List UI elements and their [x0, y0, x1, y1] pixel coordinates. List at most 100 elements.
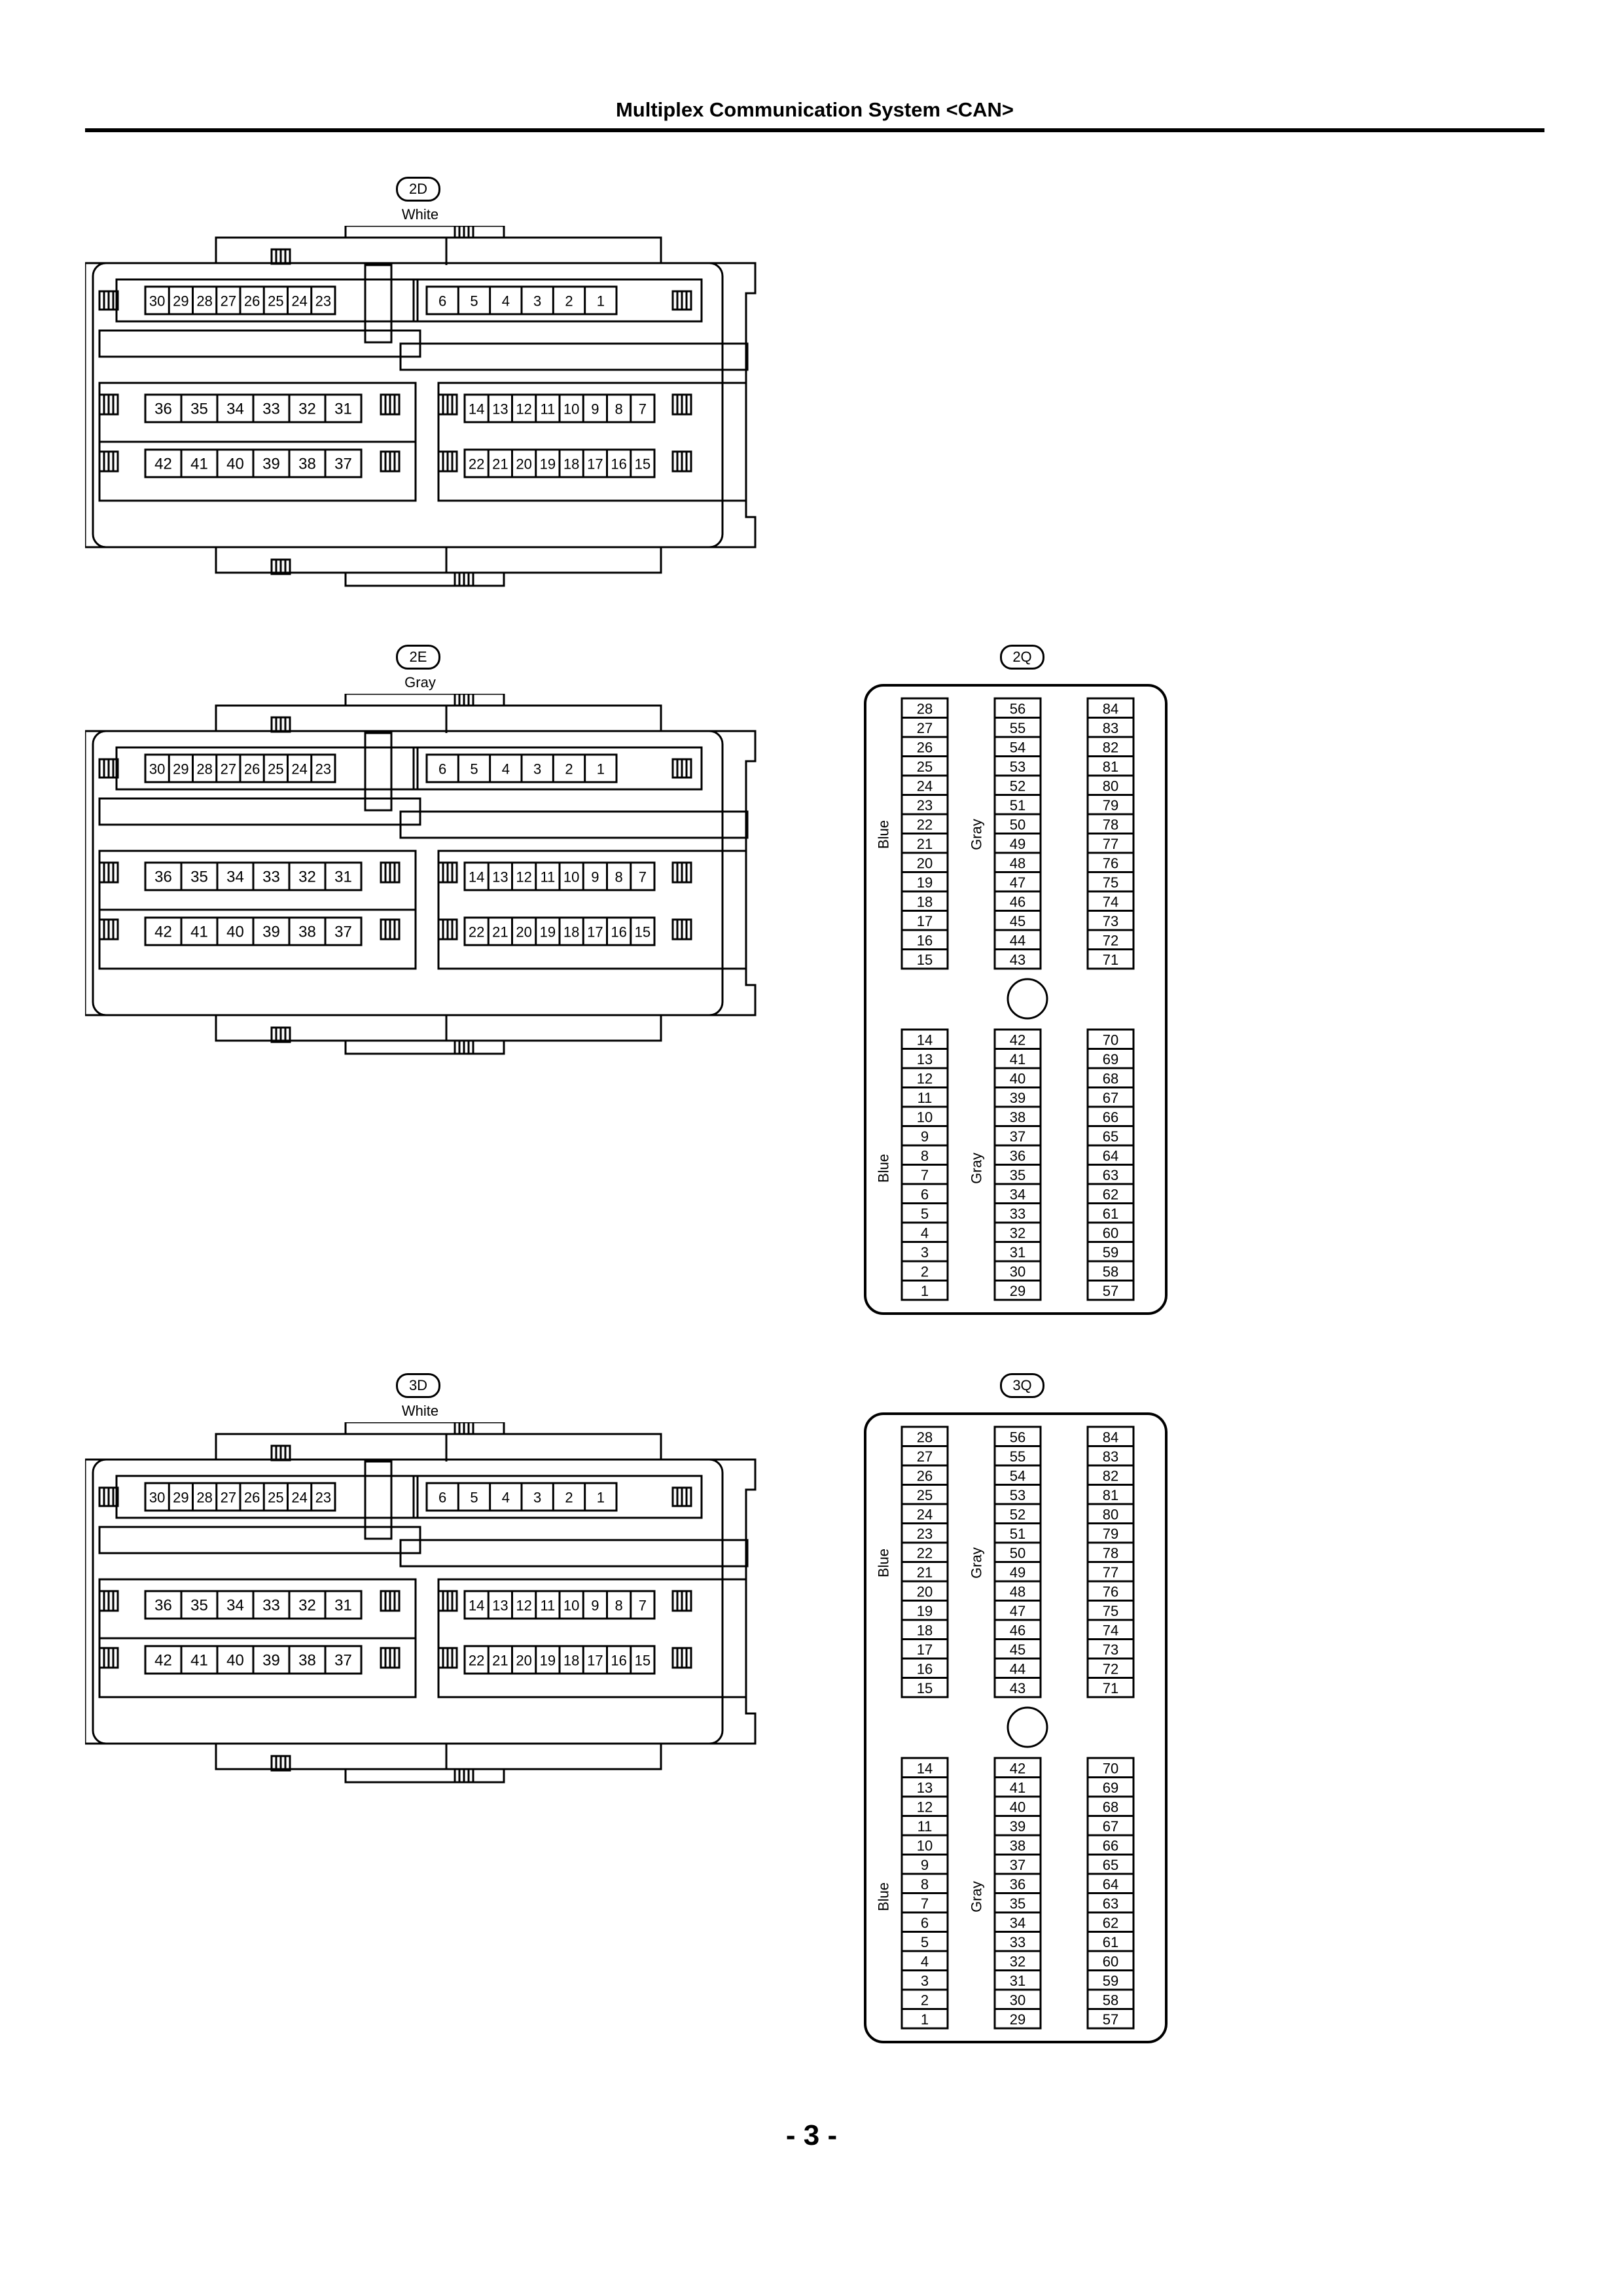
cavity-frame: [98, 382, 417, 443]
pin-number: 8: [921, 1147, 929, 1164]
latch-tab: [671, 450, 692, 473]
pin-number: 52: [1010, 1506, 1026, 1522]
pin-number: 9: [921, 1128, 929, 1145]
pin-number: 34: [226, 1597, 244, 1615]
latch-tab: [454, 571, 474, 587]
pin-number: 25: [268, 761, 283, 778]
pin-group-label: Blue: [876, 820, 892, 849]
pin-number: 36: [154, 401, 172, 418]
pin-number: 29: [1010, 1283, 1026, 1299]
pin-number: 81: [1103, 1487, 1118, 1503]
pin-number: 65: [1103, 1857, 1118, 1873]
pin-number: 25: [917, 759, 933, 775]
pin-number: 15: [635, 456, 651, 473]
latch-tab: [454, 226, 474, 239]
pin-number: 12: [917, 1799, 933, 1815]
pin-group-label: Gray: [969, 1881, 985, 1912]
pin-number: 13: [917, 1051, 933, 1067]
pin-number: 34: [1010, 1186, 1026, 1202]
top-key: [344, 694, 505, 707]
pin-number: 21: [492, 456, 508, 473]
pin-number: 20: [917, 855, 933, 871]
pin-number: 11: [918, 1818, 933, 1835]
pin-number: 55: [1010, 720, 1026, 736]
pin-number: 61: [1103, 1206, 1118, 1222]
pin-number: 47: [1010, 874, 1026, 891]
pin-number: 4: [502, 761, 510, 778]
pin-number: 71: [1103, 952, 1118, 968]
cavity-frame: [98, 1637, 417, 1698]
pin-number: 43: [1010, 1680, 1026, 1696]
pin-number: 26: [917, 739, 933, 755]
pin-number: 41: [190, 456, 208, 473]
pin-number: 28: [196, 1490, 212, 1506]
latch-tab: [270, 1026, 291, 1043]
latch-tab: [671, 1647, 692, 1669]
latch-tab: [98, 861, 119, 884]
latch-tab: [270, 558, 291, 575]
key-hole: [1007, 978, 1048, 1020]
pin-number: 9: [591, 1598, 599, 1614]
pin-number: 69: [1103, 1051, 1118, 1067]
pin-number: 25: [268, 1490, 283, 1506]
pin-number: 5: [470, 293, 478, 310]
separator-bar: [98, 797, 421, 826]
pin-number: 7: [639, 869, 647, 886]
pin-number: 17: [917, 913, 933, 929]
pin-number: 4: [502, 293, 510, 310]
pin-number: 17: [587, 1653, 603, 1669]
pin-number: 83: [1103, 720, 1118, 736]
pin-number: 38: [1010, 1109, 1026, 1125]
pin-number: 29: [173, 761, 188, 778]
pin-number: 40: [226, 924, 244, 941]
pin-number: 78: [1103, 1545, 1118, 1561]
pin-number: 18: [563, 1653, 579, 1669]
pin-number: 27: [917, 1448, 933, 1465]
pin-number: 38: [1010, 1837, 1026, 1854]
pin-number: 37: [334, 1652, 352, 1670]
inner-body: [92, 262, 724, 548]
latch-tab: [380, 393, 401, 416]
latch-tab: [98, 290, 119, 311]
latch-tab: [270, 1755, 291, 1772]
pin-number: 84: [1103, 700, 1118, 717]
cavity-frame: [98, 850, 417, 911]
pin-number: 46: [1010, 1622, 1026, 1638]
separator-bar: [98, 329, 421, 358]
pin-number: 31: [334, 401, 352, 418]
latch-tab: [98, 1590, 119, 1612]
pin-number: 17: [587, 456, 603, 473]
connector-body: [864, 684, 1168, 1315]
pin-number: 20: [516, 456, 531, 473]
pin-number: 9: [591, 401, 599, 418]
pin-number: 31: [334, 869, 352, 886]
bottom-key: [344, 571, 505, 587]
pin-number: 34: [226, 869, 244, 886]
pin-number: 1: [597, 761, 605, 778]
pin-number: 24: [917, 1506, 933, 1522]
key-hole: [1007, 1706, 1048, 1748]
pin-number: 12: [516, 401, 531, 418]
pin-number: 36: [1010, 1876, 1026, 1892]
separator-bar: [98, 1526, 421, 1554]
pin-number: 9: [921, 1857, 929, 1873]
pin-group-label: Blue: [876, 1549, 892, 1577]
pin-number: 5: [921, 1934, 929, 1950]
pin-number: 24: [917, 778, 933, 794]
divider: [364, 732, 393, 812]
pin-number: 30: [149, 761, 165, 778]
latch-tab: [98, 1647, 119, 1669]
latch-tab: [380, 450, 401, 473]
latch-tab: [270, 716, 291, 733]
pin-number: 28: [196, 293, 212, 310]
separator-bar: [399, 342, 749, 371]
pin-number: 57: [1103, 1283, 1118, 1299]
pin-number: 7: [921, 1895, 929, 1912]
pin-number: 48: [1010, 1583, 1026, 1600]
latch-tab: [437, 450, 458, 473]
pin-number: 15: [917, 1680, 933, 1696]
pin-number: 10: [917, 1109, 933, 1125]
pin-number: 26: [244, 1490, 260, 1506]
pin-number: 20: [917, 1583, 933, 1600]
